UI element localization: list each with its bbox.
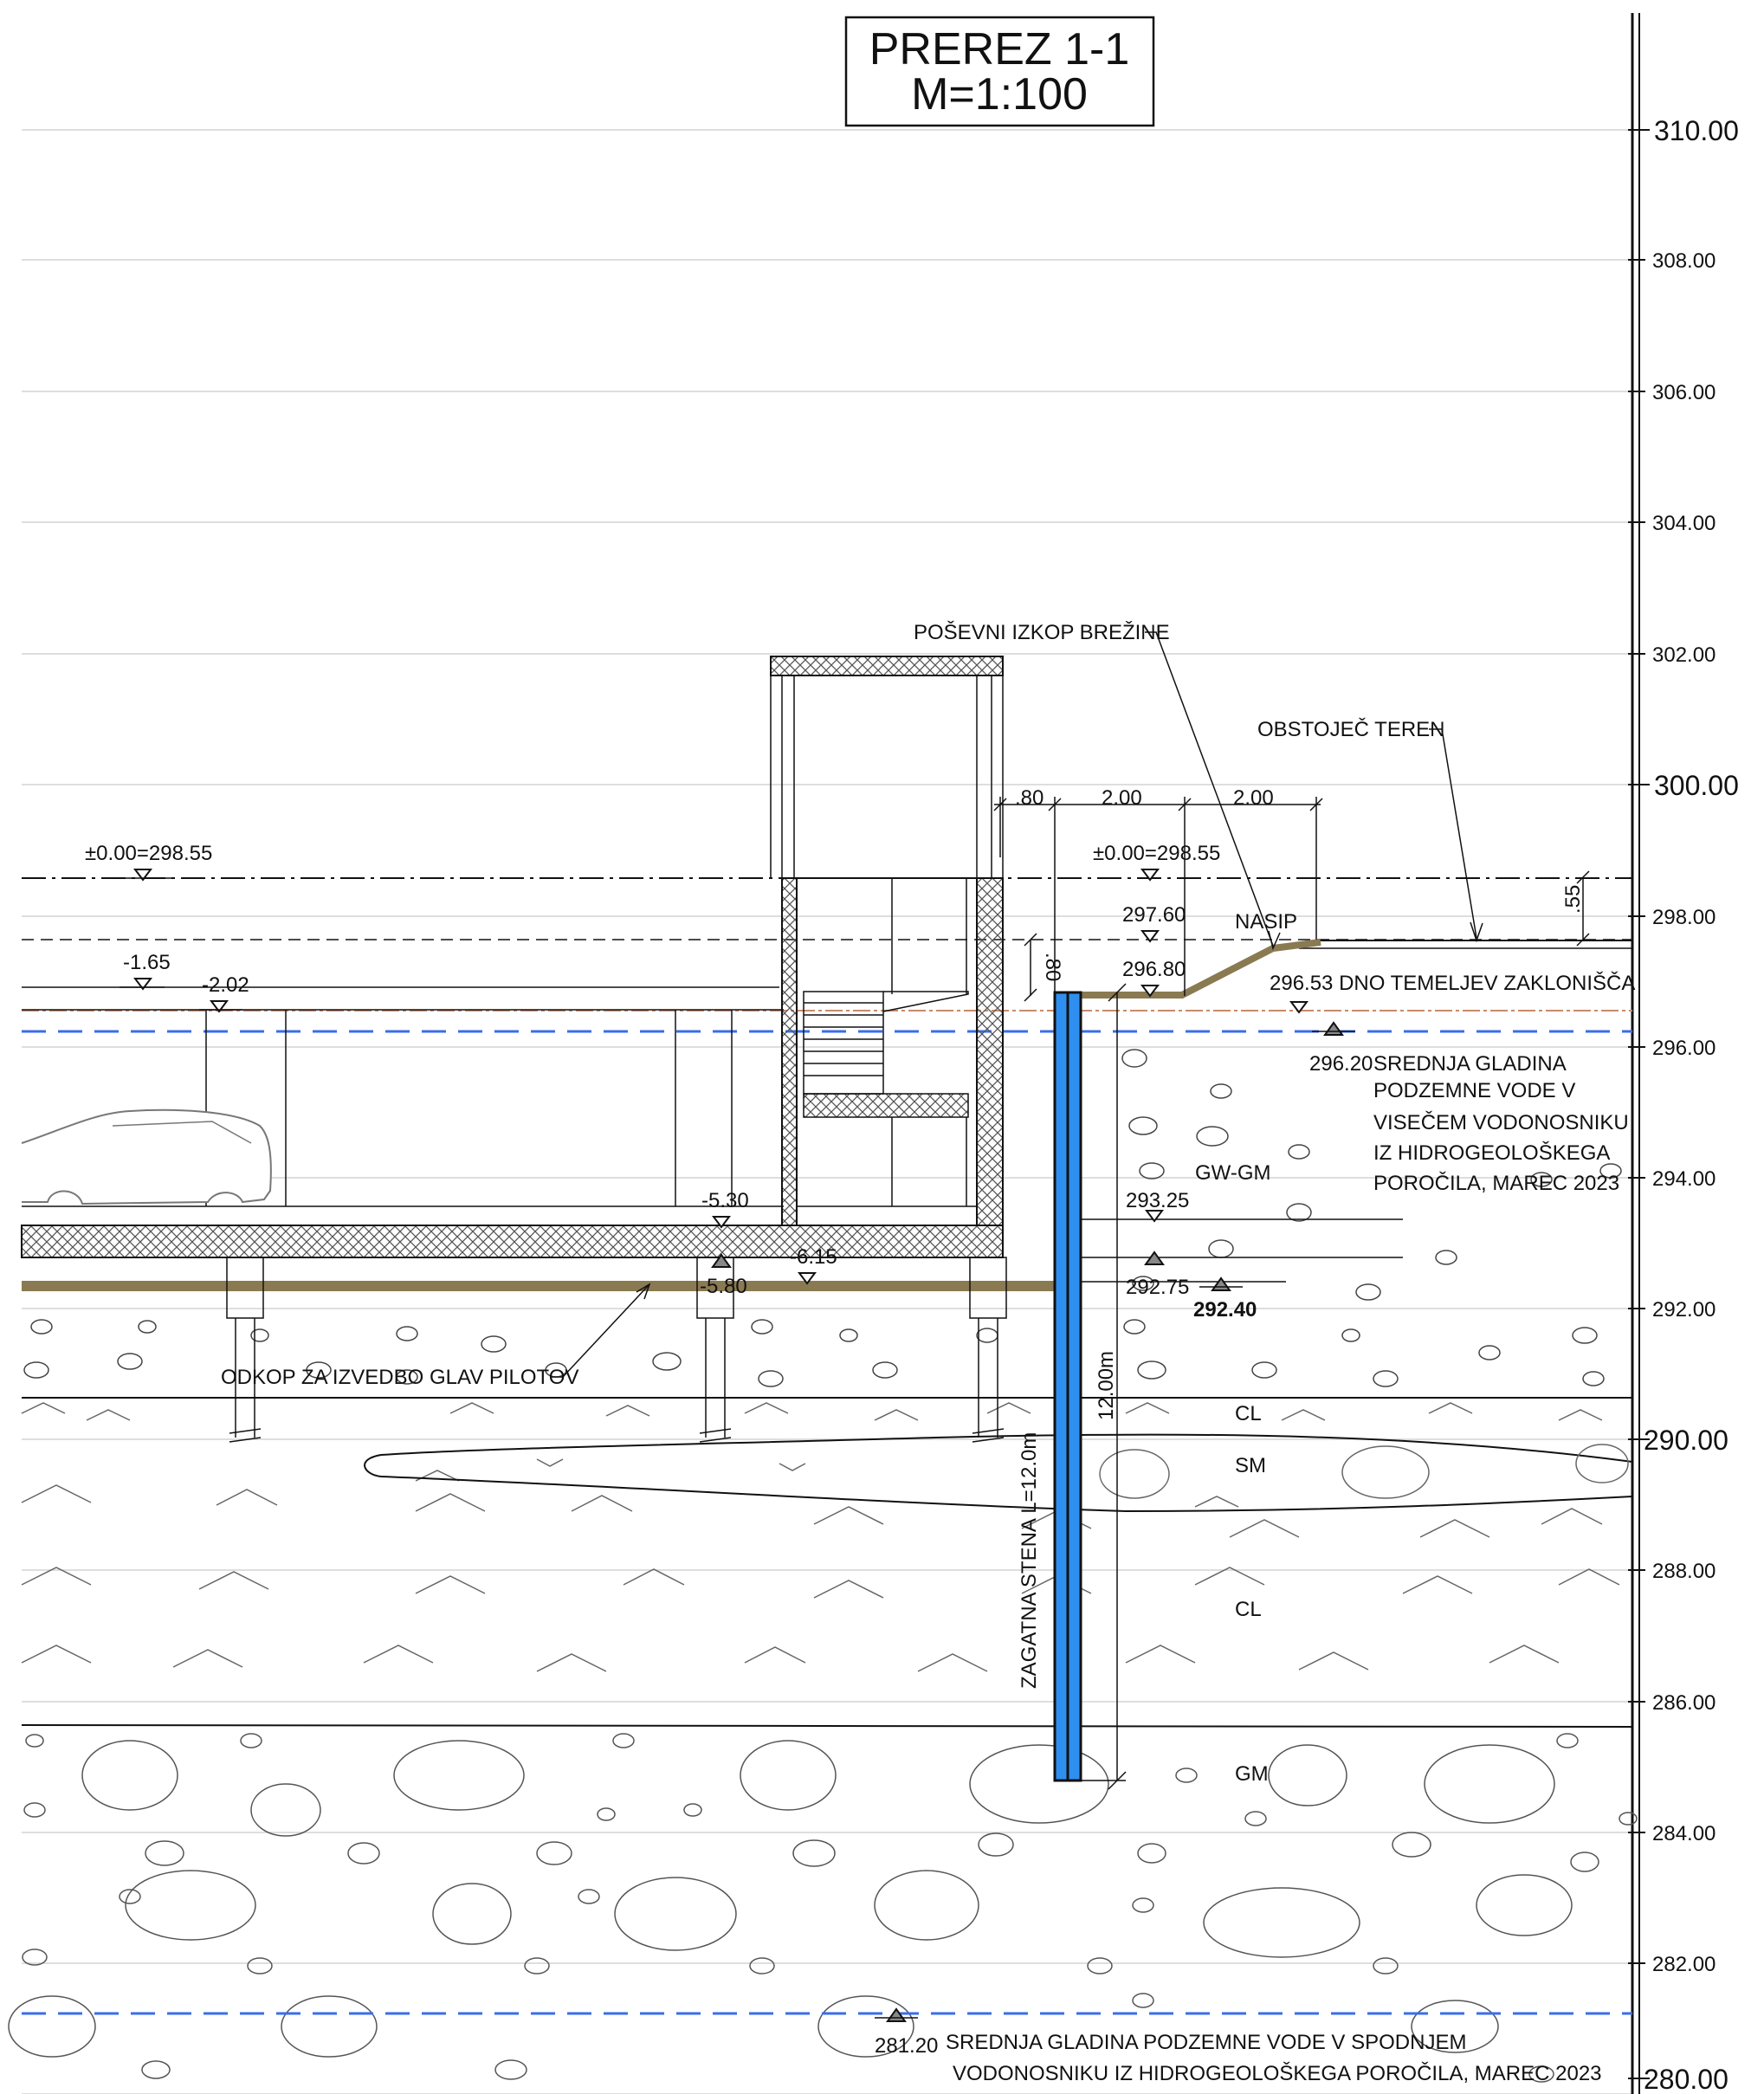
level-293-25: 293.25	[1126, 1189, 1189, 1212]
clay-layer-texture	[21, 1402, 1620, 1672]
soil-layer-labels: GW-GM CL SM CL GM	[1195, 1161, 1271, 1786]
intermediate-landing	[803, 1093, 969, 1118]
dim-vert-0-80: .80	[1041, 953, 1064, 981]
dim-2-00-a: 2.00	[1102, 786, 1142, 810]
label-foundation-bottom: 296.53 DNO TEMELJEV ZAKLONIŠČA	[1270, 971, 1635, 995]
sheet-pile-wall	[1053, 983, 1127, 1790]
zero-level-left: ±0.00=298.55	[85, 842, 212, 865]
zero-level-right: ±0.00=298.55	[1093, 842, 1220, 865]
gravel-layer-upper	[23, 1049, 1622, 1387]
axis-label-292: 292.00	[1652, 1298, 1716, 1322]
soil-gm: GM	[1235, 1762, 1269, 1786]
axis-label-284: 284.00	[1652, 1822, 1716, 1845]
dim-2-00-b: 2.00	[1233, 786, 1274, 810]
level-minus-5-30: -5.30	[701, 1189, 749, 1212]
label-gw-lower-level: 281.20	[875, 2034, 938, 2058]
level-292-75: 292.75	[1126, 1276, 1189, 1299]
soil-sm: SM	[1235, 1454, 1266, 1477]
axis-label-290: 290.00	[1644, 1425, 1728, 1456]
sand-lens	[364, 1433, 1633, 1513]
label-gw-upper-2: PODZEMNE VODE V	[1373, 1079, 1575, 1102]
dim-wall-length: 12.00m	[1095, 1351, 1118, 1420]
axis-label-306: 306.00	[1652, 381, 1716, 404]
label-existing-terrain: OBSTOJEČ TEREN	[1257, 717, 1445, 741]
label-gw-upper-level: 296.20	[1309, 1052, 1373, 1076]
roof-slab	[770, 656, 1004, 676]
excavation-profile	[22, 939, 1403, 1291]
axis-label-302: 302.00	[1652, 643, 1716, 667]
soil-cl-mid: CL	[1235, 1598, 1262, 1621]
axis-label-282: 282.00	[1652, 1953, 1716, 1976]
label-slope-excavation: POŠEVNI IZKOP BREŽINE	[914, 620, 1170, 644]
dimension-lines	[993, 797, 1590, 1002]
dimension-labels: .80 2.00 2.00 .80 .55 12.00m	[1015, 786, 1585, 1420]
basement-structure	[21, 656, 1007, 1443]
axis-label-304: 304.00	[1652, 512, 1716, 535]
level-minus-5-80: -5.80	[700, 1275, 747, 1298]
car-outline-icon	[21, 1108, 272, 1205]
foundation-slab	[21, 1225, 1004, 1258]
level-292-40: 292.40	[1193, 1298, 1257, 1322]
axis-label-286: 286.00	[1652, 1691, 1716, 1715]
axis-label-280: 280.00	[1644, 2064, 1728, 2094]
level-296-80: 296.80	[1122, 958, 1186, 981]
soil-cl-top: CL	[1235, 1402, 1262, 1425]
label-gw-upper-1: SREDNJA GLADINA	[1373, 1052, 1567, 1076]
label-gw-upper-3: VISEČEM VODONOSNIKU	[1373, 1110, 1629, 1134]
level-minus-6-15: -6.15	[790, 1245, 837, 1269]
dim-0-80: .80	[1015, 786, 1044, 810]
soil-gw-gm: GW-GM	[1195, 1161, 1271, 1185]
level-labels: ±0.00=298.55 ±0.00=298.55 -1.65 -2.02 -5…	[85, 842, 1257, 1322]
level-minus-1-65: -1.65	[123, 951, 171, 974]
axis-label-296: 296.00	[1652, 1037, 1716, 1060]
elevation-axis: 310.00 308.00 306.00 304.00 302.00 300.0…	[1628, 13, 1739, 2094]
label-gw-upper-4: IZ HIDROGEOLOŠKEGA	[1373, 1141, 1610, 1165]
label-embankment: NASIP	[1235, 910, 1297, 934]
axis-label-288: 288.00	[1652, 1560, 1716, 1583]
shelter-wall-right	[976, 877, 1004, 1226]
axis-label-294: 294.00	[1652, 1167, 1716, 1191]
axis-label-298: 298.00	[1652, 906, 1716, 929]
label-sheet-wall: ZAGATNA STENA L=12.0m	[1018, 1432, 1041, 1689]
title-line2: M=1:100	[911, 69, 1088, 120]
annotation-labels: POŠEVNI IZKOP BREŽINE OBSTOJEČ TEREN NAS…	[221, 620, 1635, 2085]
label-gw-lower-1: SREDNJA GLADINA PODZEMNE VODE V SPODNJEM	[946, 2031, 1466, 2054]
label-gw-upper-5: POROČILA, MAREC 2023	[1373, 1171, 1619, 1195]
dim-0-55: .55	[1561, 885, 1585, 914]
level-markers	[113, 869, 1355, 2022]
label-pile-heads: ODKOP ZA IZVEDBO GLAV PILOTOV	[221, 1366, 578, 1389]
title-line1: PREREZ 1-1	[869, 24, 1130, 74]
level-minus-2-02: -2.02	[202, 973, 249, 997]
title-block: PREREZ 1-1 M=1:100	[844, 16, 1155, 127]
axis-label-300: 300.00	[1654, 770, 1739, 801]
level-297-60: 297.60	[1122, 903, 1186, 927]
label-gw-lower-2: VODONOSNIKU IZ HIDROGEOLOŠKEGA POROČILA,…	[953, 2061, 1602, 2085]
shelter-wall-left	[781, 877, 798, 1226]
gravel-layer-lower	[8, 1733, 1638, 2083]
axis-label-308: 308.00	[1652, 249, 1716, 273]
leader-lines	[550, 631, 1483, 1378]
elevation-grid	[22, 129, 1632, 2094]
layer-boundaries	[21, 1397, 1633, 1728]
axis-label-310: 310.00	[1654, 115, 1739, 146]
staircase	[803, 991, 969, 1095]
piles	[226, 1257, 1007, 1443]
